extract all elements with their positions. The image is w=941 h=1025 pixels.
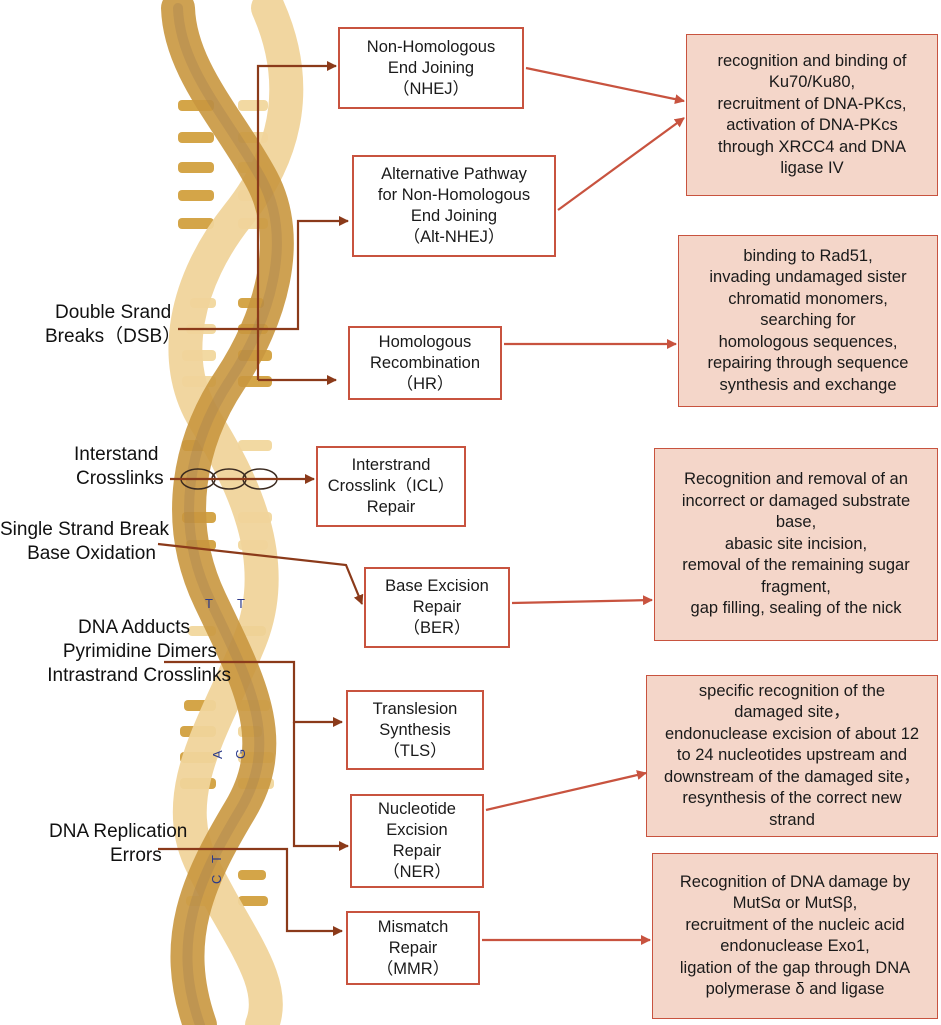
adducts-line-3: Intrastrand Crosslinks [47,665,231,686]
base-letter-c: C [209,875,224,884]
pathway-alt-nhej-box: Alternative Pathway for Non-Homologous E… [352,155,556,257]
pathway-ner-box: Nucleotide Excision Repair （NER） [350,794,484,888]
pathway-mmr-box: Mismatch Repair （MMR） [346,911,480,985]
connector-nhej-desc [525,66,685,105]
dna-helix-illustration: T T A G T C [161,0,304,1025]
connector-altnhej-desc [557,117,685,211]
ssb-line-2: Base Oxidation [27,543,156,564]
pathway-icl-box: Interstrand Crosslink（ICL） Repair [316,446,466,527]
adducts-line-1: DNA Adducts [78,617,190,638]
ssb-line-1: Single Strand Break [0,519,169,540]
description-ner: specific recognition of the damaged site… [646,675,938,837]
label-dna-adducts: DNA Adducts Pyrimidine Dimers Intrastran… [47,616,231,688]
connector-ner-desc [485,770,647,812]
dsb-line-2: Breaks（DSB） [45,326,182,347]
connector-adducts-ner [292,722,349,851]
description-ber: Recognition and removal of an incorrect … [654,448,938,641]
description-nhej: recognition and binding of Ku70/Ku80, re… [686,34,938,196]
description-mmr: Recognition of DNA damage by MutSα or Mu… [652,853,938,1019]
connector-dsb-nhej [256,61,337,380]
connector-rep-mmr [158,847,343,936]
base-letter-t2: T [237,596,245,611]
pathway-hr-box: Homologous Recombination （HR） [348,326,502,400]
base-letter-t1: T [205,596,213,611]
connector-ssb-ber [157,542,364,605]
label-single-strand-break: Single Strand Break Base Oxidation [0,518,169,566]
description-hr: binding to Rad51, invading undamaged sis… [678,235,938,407]
adducts-line-2: Pyrimidine Dimers [62,641,217,662]
connector-adducts-tls [164,660,343,727]
label-dna-replication-errors: DNA Replication Errors [49,820,187,868]
label-interstrand-crosslinks: Interstand Crosslinks [74,443,164,491]
connector-dsb-altnhej [178,216,349,331]
dna-strand-shade [173,3,282,1025]
pathway-nhej-box: Non-Homologous End Joining （NHEJ） [338,27,524,109]
base-letter-a: A [210,750,225,759]
rep-line-1: DNA Replication [49,821,188,842]
dna-strand-dark [161,0,294,1025]
rep-line-2: Errors [110,845,162,866]
connector-ber-desc [511,595,653,606]
base-letter-g: G [233,749,248,759]
label-double-strand-breaks: Double Srand Breaks（DSB） [45,301,181,349]
icl-line-1: Interstand [74,444,159,465]
pathway-ber-box: Base Excision Repair （BER） [364,567,510,648]
icl-line-2: Crosslinks [76,468,164,489]
pathway-tls-box: Translesion Synthesis （TLS） [346,690,484,770]
dsb-line-1: Double Srand [55,302,172,323]
base-letter-t3: T [209,855,224,863]
